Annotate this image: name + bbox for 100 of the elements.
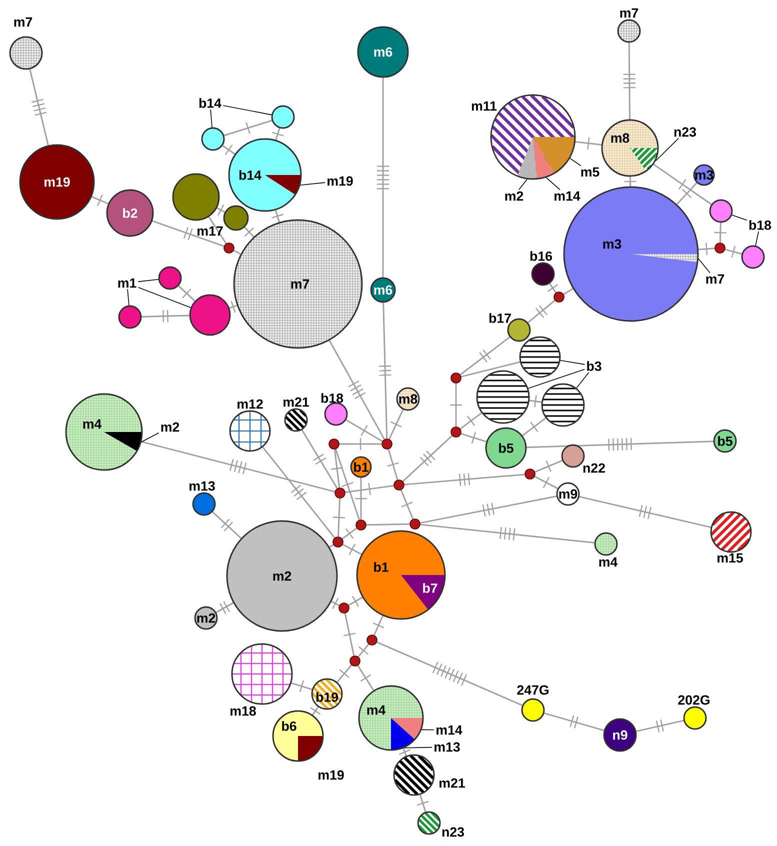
network-line [272, 128, 284, 140]
haplotype-circle [519, 336, 561, 378]
median-vector-dot [450, 426, 462, 438]
haplotype-circle [118, 305, 142, 329]
network-line [142, 310, 190, 322]
network-line [526, 438, 714, 451]
haplotype-circle [541, 383, 585, 427]
network-line [262, 446, 336, 538]
haplotype-label: n23 [442, 827, 464, 837]
haplotype-label: m2 [273, 571, 292, 581]
haplotype-circle [741, 245, 765, 269]
network-line [335, 448, 360, 520]
network-line [376, 641, 523, 706]
haplotype-label: m4 [367, 705, 386, 715]
network-line [344, 613, 356, 656]
network-line [329, 544, 334, 548]
leader-line [528, 368, 586, 389]
haplotype-label: b16 [530, 251, 552, 261]
group-label: m13 [434, 742, 460, 752]
network-line [152, 220, 224, 247]
network-line [178, 285, 196, 302]
network-line [575, 137, 602, 150]
haplotype-label: m7 [291, 279, 310, 289]
network-line [725, 246, 742, 258]
haplotype-circle [201, 127, 225, 151]
network-line [272, 210, 284, 222]
median-vector-dot [554, 292, 564, 302]
haplotype-label: m8 [611, 133, 630, 143]
network-line [366, 523, 410, 526]
leader-line [546, 177, 560, 190]
leader-line [222, 105, 272, 116]
median-vector-dot [524, 468, 536, 480]
network-line [229, 300, 238, 313]
network-line [224, 120, 272, 136]
network-line [400, 490, 414, 520]
leader-line [140, 432, 160, 442]
median-vector-dot [328, 438, 340, 450]
group-label: m5 [581, 167, 600, 177]
network-line [534, 476, 558, 490]
group-label: m14 [436, 725, 462, 735]
haplotype-label: b1 [354, 462, 368, 472]
network-line [388, 409, 404, 440]
haplotype-label: m13 [190, 481, 215, 491]
haplotype-circle [189, 294, 231, 336]
network-line [402, 435, 453, 482]
leader-line [518, 178, 528, 190]
haplotype-circle [709, 199, 733, 223]
network-line [387, 448, 399, 480]
haplotype-label: m7 [14, 17, 32, 27]
network-line [460, 432, 487, 444]
haplotype-label: b18 [321, 393, 344, 403]
median-vector-dot [450, 372, 462, 384]
network-line [328, 340, 386, 440]
network-line [528, 300, 556, 324]
group-label: b3 [587, 361, 602, 371]
network-line [378, 302, 392, 439]
leader-line [138, 278, 159, 282]
group-label: m1 [118, 278, 136, 288]
network-line [544, 712, 604, 732]
haplotype-label: m15 [718, 553, 743, 563]
haplotype-label: m11 [472, 101, 497, 111]
network-line [676, 182, 698, 205]
leader-line [732, 214, 748, 221]
network-line [336, 664, 352, 683]
network-line [216, 204, 226, 216]
network-line [339, 438, 382, 450]
network-line [548, 283, 558, 293]
network-line [141, 440, 335, 492]
haplotype-label: b17 [489, 313, 511, 323]
leader-line [138, 286, 192, 308]
leader-line [421, 729, 434, 730]
network-line [522, 417, 546, 436]
network-line [330, 449, 344, 488]
group-label: m2 [505, 191, 524, 201]
network-line [636, 719, 684, 732]
leader-line [570, 158, 582, 166]
network-line [623, 42, 636, 120]
leader-line [576, 372, 590, 388]
haplotype-label: m6 [374, 47, 392, 57]
haplotype-label: 247G [517, 685, 548, 695]
median-vector-dot [332, 536, 344, 548]
haplotype-label: m19 [44, 177, 70, 187]
group-label: b18 [749, 220, 772, 230]
network-line [420, 524, 594, 544]
haplotype-label: b5 [718, 436, 732, 446]
haplotype-circle [172, 173, 220, 221]
network-line [450, 383, 462, 427]
haplotype-label: m17 [198, 226, 223, 236]
network-line [624, 176, 636, 186]
haplotype-label: 202G [678, 695, 710, 705]
network-line [653, 164, 712, 205]
haplotype-label: m3 [603, 239, 622, 249]
network-line [355, 478, 367, 520]
leader-line [404, 746, 432, 748]
haplotype-label: m12 [238, 399, 263, 409]
network-line [310, 706, 321, 716]
network-line [372, 616, 384, 636]
network-line [332, 498, 346, 537]
haplotype-label: m2 [197, 613, 216, 623]
network-line [377, 78, 389, 278]
